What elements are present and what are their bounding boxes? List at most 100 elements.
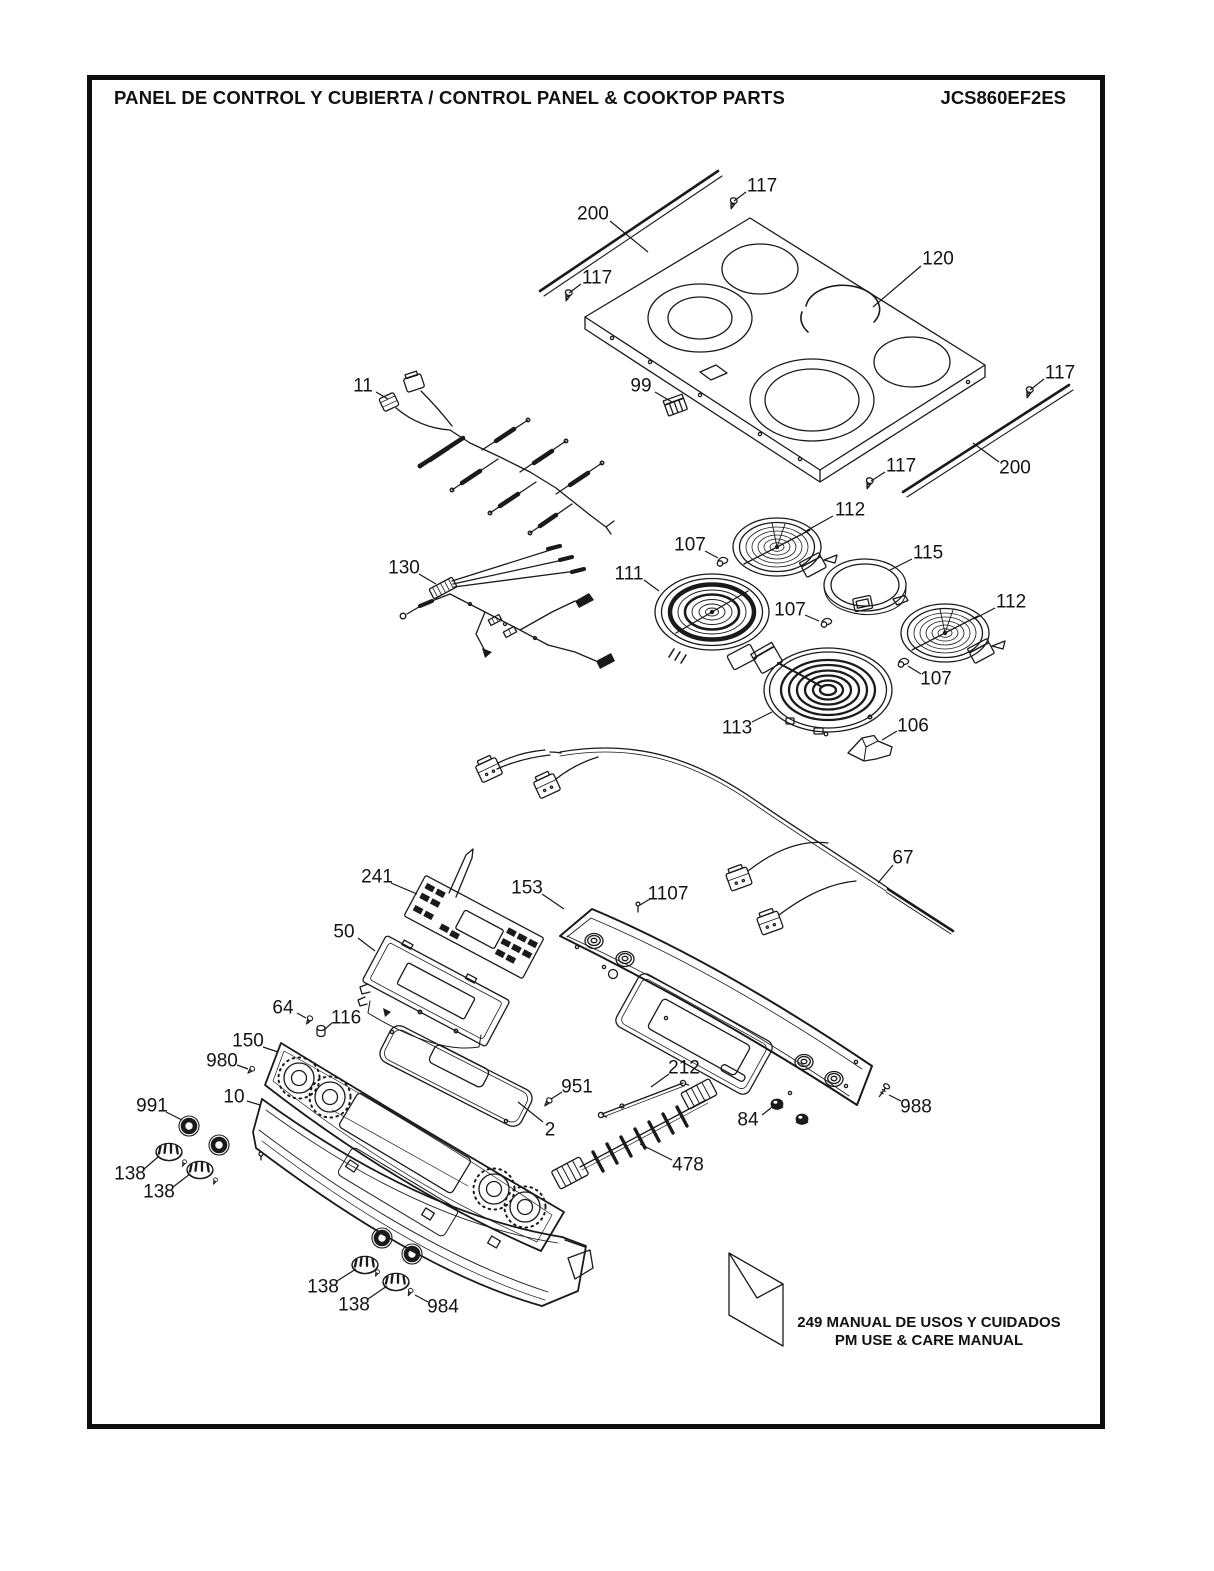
part-label-106: 106 (897, 715, 929, 737)
leader-line-150 (262, 1046, 279, 1053)
part-label-138: 138 (114, 1163, 146, 1185)
leader-line-988 (888, 1094, 902, 1102)
part-label-951: 951 (561, 1076, 593, 1098)
part-label-988: 988 (900, 1096, 932, 1118)
clip-116 (316, 1024, 326, 1038)
leader-line-984 (414, 1294, 429, 1303)
leader-line-117 (1029, 378, 1045, 391)
leader-line-107 (704, 550, 719, 559)
part-label-67: 67 (892, 847, 914, 869)
part-label-117: 117 (1044, 362, 1076, 384)
leader-line-112 (973, 607, 996, 620)
part-label-113: 113 (721, 717, 753, 739)
leader-line-241 (390, 882, 418, 895)
screw-988 (878, 1083, 891, 1098)
printed-dial (503, 1185, 547, 1229)
leader-line-107 (907, 665, 922, 675)
leader-line-1107 (639, 898, 651, 906)
membrane-keypad-241 (404, 848, 544, 979)
part-label-107: 107 (674, 534, 706, 556)
part-label-991: 991 (136, 1095, 168, 1117)
cooktop-glass-120 (584, 217, 986, 483)
leader-line-115 (889, 558, 913, 571)
leader-line-200 (609, 220, 649, 253)
part-label-200: 200 (999, 457, 1031, 479)
ribbon-harness-478 (551, 1078, 718, 1190)
part-label-138: 138 (307, 1276, 339, 1298)
printed-dial (308, 1075, 352, 1119)
leader-line-67 (877, 864, 894, 884)
leader-line-991 (165, 1111, 183, 1121)
part-label-120: 120 (922, 248, 954, 270)
control-panel-153 (559, 908, 873, 1106)
trim-strip-bottom-200 (901, 383, 1074, 498)
leader-line-980 (236, 1064, 249, 1070)
leader-line-10 (246, 1100, 261, 1106)
part-label-980: 980 (206, 1050, 238, 1072)
part-label-64: 64 (272, 997, 294, 1019)
part-label-1107: 1107 (647, 883, 689, 905)
part-label-150: 150 (232, 1030, 264, 1052)
part-label-116: 116 (330, 1007, 362, 1029)
leader-line-120 (872, 265, 922, 308)
part-label-130: 130 (388, 557, 420, 579)
part-label-107: 107 (774, 599, 806, 621)
leader-line-138 (172, 1173, 191, 1188)
leader-line-478 (639, 1143, 673, 1161)
leader-line-138 (336, 1268, 357, 1282)
part-label-115: 115 (912, 542, 944, 564)
leader-line-106 (881, 730, 898, 741)
part-label-117: 117 (581, 267, 613, 289)
part-label-478: 478 (672, 1154, 704, 1176)
part-label-2: 2 (544, 1119, 556, 1141)
screw-1107 (635, 901, 641, 913)
leader-line-200 (972, 442, 1000, 463)
part-label-984: 984 (427, 1296, 459, 1318)
leader-line-212 (650, 1073, 670, 1088)
leader-line-138 (367, 1285, 388, 1300)
part-label-117: 117 (746, 175, 778, 197)
part-label-241: 241 (361, 866, 393, 888)
leader-line-84 (761, 1107, 772, 1116)
leader-line-117 (733, 191, 747, 202)
leader-line-107 (804, 614, 820, 622)
manual-note-line1: 249 MANUAL DE USOS Y CUIDADOS (797, 1314, 1061, 1331)
part-label-138: 138 (338, 1294, 370, 1316)
part-label-107: 107 (920, 668, 952, 690)
glass-overlay-2 (379, 1025, 533, 1127)
leader-line-117 (568, 283, 582, 294)
part-label-112: 112 (834, 499, 866, 521)
printed-dial (277, 1056, 321, 1100)
part-label-200: 200 (577, 203, 609, 225)
part-label-212: 212 (668, 1057, 700, 1079)
wire-harness-130 (399, 544, 615, 669)
leader-line-64 (296, 1012, 307, 1019)
part-label-111: 111 (614, 563, 644, 585)
leader-line-2 (517, 1101, 544, 1123)
page-frame (87, 75, 1105, 1429)
connector-99 (662, 393, 688, 417)
leader-line-112 (805, 515, 834, 532)
leader-line-951 (550, 1091, 563, 1100)
leader-line-111 (643, 579, 660, 592)
manual-icon (728, 1252, 784, 1347)
part-label-117: 117 (885, 455, 917, 477)
control-box-50 (357, 935, 510, 1049)
clip-small (383, 1008, 391, 1017)
trim-strip-top-200 (538, 169, 723, 297)
leader-line-130 (418, 573, 437, 585)
part-label-138: 138 (143, 1181, 175, 1203)
leader-line-153 (541, 893, 565, 910)
part-label-112: 112 (995, 591, 1027, 613)
leader-line-11 (375, 391, 389, 400)
part-label-10: 10 (223, 1086, 245, 1108)
control-overlay-150 (264, 1042, 565, 1252)
model-number: JCS860EF2ES (940, 87, 1066, 108)
latch-rod-212 (597, 1079, 690, 1119)
part-label-50: 50 (333, 921, 355, 943)
manual-note: 249 MANUAL DE USOS Y CUIDADOS PM USE & C… (797, 1314, 1060, 1350)
leader-line-50 (357, 937, 376, 952)
leader-line-99 (654, 391, 673, 403)
